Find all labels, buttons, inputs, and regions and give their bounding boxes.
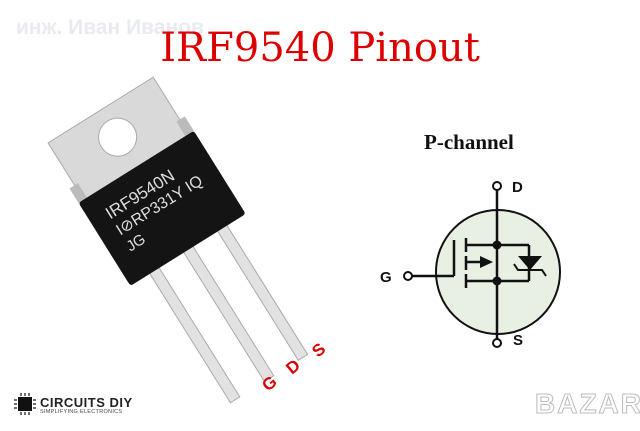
package-body bbox=[79, 131, 245, 285]
logo-name: CIRCUITS DIY bbox=[40, 395, 133, 410]
heatsink-tab bbox=[47, 76, 195, 205]
drain-label: D bbox=[512, 179, 523, 196]
bazar-watermark: BAZAR bbox=[535, 388, 640, 420]
to220-package: IRF9540N I⊘RP331Y IQ JG bbox=[47, 76, 309, 404]
gate-label: G bbox=[380, 269, 392, 286]
mounting-hole bbox=[98, 117, 138, 157]
source-terminal bbox=[492, 338, 502, 348]
logo-tagline: SIMPLIFYING ELECTRONICS bbox=[40, 409, 123, 415]
source-lead bbox=[212, 218, 309, 361]
watermark-text: инж. Иван Иванов bbox=[16, 16, 204, 39]
p-channel-mosfet-symbol bbox=[403, 181, 561, 348]
pin-label-source: S bbox=[308, 339, 329, 361]
drain-terminal bbox=[492, 181, 502, 191]
page-title: IRF9540 Pinout bbox=[160, 25, 480, 71]
diagram-subtitle: P-channel bbox=[424, 130, 514, 154]
source-label: S bbox=[513, 332, 523, 349]
gate-terminal bbox=[403, 271, 413, 281]
drain-lead bbox=[178, 239, 275, 383]
circuits-diy-logo-icon bbox=[14, 393, 36, 415]
gate-lead bbox=[144, 260, 241, 404]
